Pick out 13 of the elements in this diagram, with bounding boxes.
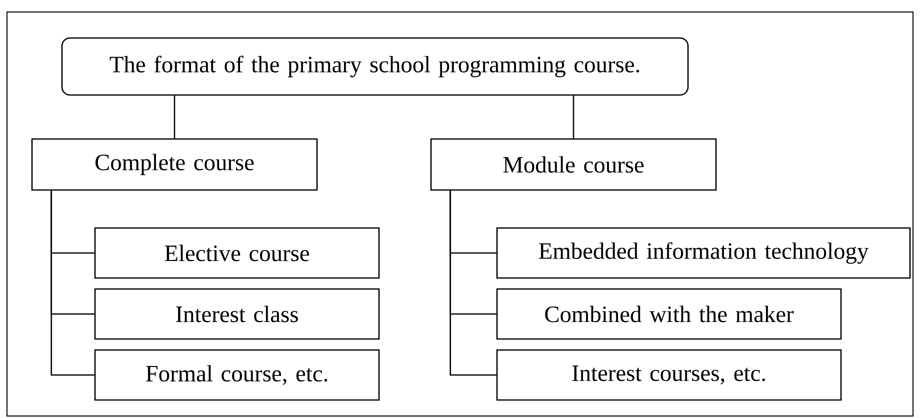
category-box: Module course (430, 138, 717, 191)
item-box: Formal course, etc. (94, 349, 380, 401)
connector-line (174, 96, 176, 138)
item-box: Interest courses, etc. (496, 349, 842, 401)
connector-line (572, 96, 574, 138)
connector-line (450, 190, 496, 376)
item-box: Embedded information technology (496, 227, 911, 279)
item-box: Interest class (94, 288, 380, 340)
title-box: The format of the primary school programming course. (61, 37, 689, 96)
item-box: Elective course (94, 227, 380, 279)
item-box: Combined with the maker (496, 288, 842, 340)
category-box: Complete course (31, 138, 318, 191)
connector-line (50, 190, 94, 376)
